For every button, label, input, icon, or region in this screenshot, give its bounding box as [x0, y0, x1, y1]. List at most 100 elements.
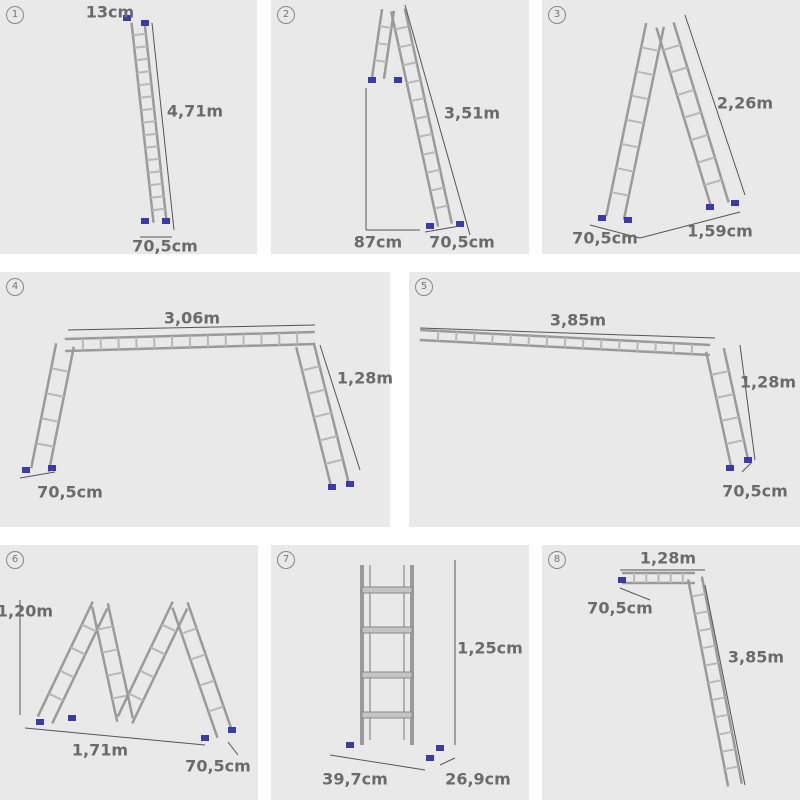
- ladder-rung: [704, 178, 723, 187]
- ladder-rail: [90, 606, 119, 722]
- ladder-rung: [724, 765, 739, 771]
- ladder-rail: [106, 603, 135, 719]
- ladder-rung: [134, 45, 148, 49]
- dimension-line: [619, 587, 651, 601]
- ladder-foot: [731, 200, 739, 206]
- ladder-rung: [701, 644, 716, 650]
- ladder-foot: [48, 465, 56, 471]
- ladder-rung: [662, 43, 681, 52]
- ladder-rung: [301, 365, 320, 372]
- ladder-rung: [398, 43, 413, 49]
- ladder-rung: [704, 661, 719, 667]
- ladder-rung: [672, 343, 676, 354]
- dimension-label: 3,51m: [443, 103, 501, 123]
- ladder-rung: [636, 341, 639, 352]
- ladder-rail: [722, 347, 751, 464]
- ladder-rung: [374, 59, 387, 63]
- dimension-label: 39,7cm: [322, 769, 388, 789]
- dimension-line: [67, 324, 316, 331]
- ladder-rung: [361, 586, 413, 594]
- dimension-label: 1,59cm: [687, 221, 753, 241]
- ladder-rung: [152, 207, 166, 212]
- ladder-rung: [376, 42, 390, 46]
- ladder-rail: [672, 22, 730, 203]
- ladder-rung: [545, 336, 549, 347]
- ladder-rung: [50, 367, 70, 373]
- ladder-foot: [436, 745, 444, 751]
- dimension-line: [439, 757, 456, 766]
- ladder-rail: [604, 22, 648, 217]
- ladder-rung: [436, 330, 440, 341]
- panel-number: 2: [277, 6, 295, 24]
- ladder-rung: [70, 646, 86, 656]
- dimension-label: 70,5cm: [429, 232, 495, 252]
- ladder-rung: [181, 627, 197, 635]
- dimension-line: [404, 4, 471, 236]
- ladder-foot: [22, 467, 30, 473]
- ladder-rung: [690, 344, 694, 355]
- ladder-rung: [139, 95, 153, 99]
- ladder-rung: [710, 370, 730, 376]
- dimension-label: 70,5cm: [587, 598, 653, 618]
- panel-number: 5: [415, 278, 433, 296]
- dimension-line: [151, 22, 175, 231]
- ladder-rung: [199, 679, 215, 687]
- ladder-rung: [402, 61, 417, 67]
- ladder-rail: [51, 607, 109, 724]
- ladder-rung: [697, 627, 713, 633]
- ladder-rung: [146, 157, 160, 162]
- panel-6: 6: [0, 545, 258, 800]
- ladder-foot: [744, 457, 752, 463]
- ladder-foot: [598, 215, 606, 221]
- ladder-rung: [697, 156, 716, 164]
- panel-number: 1: [6, 6, 24, 24]
- ladder-rung: [676, 88, 695, 97]
- dimension-label: 87cm: [353, 232, 403, 252]
- ladder-rail: [704, 351, 733, 468]
- ladder-rung: [59, 669, 75, 679]
- ladder-foot: [123, 15, 131, 21]
- ladder-rung: [132, 32, 146, 37]
- dimension-label: 1,28m: [336, 368, 394, 388]
- ladder-foot: [706, 204, 714, 210]
- dimension-label: 1,71m: [71, 740, 129, 760]
- ladder-foot: [141, 218, 149, 224]
- ladder-rung: [630, 94, 650, 101]
- ladder-rung: [361, 671, 413, 679]
- ladder-foot: [368, 77, 376, 83]
- dimension-label: 70,5cm: [37, 482, 103, 502]
- ladder-rung: [361, 711, 413, 719]
- panel-number: 6: [6, 551, 24, 569]
- dimension-line: [419, 327, 716, 339]
- ladder-rung: [139, 669, 155, 679]
- ladder-rail: [36, 601, 94, 718]
- ladder-rung: [640, 46, 660, 52]
- ladder-rung: [563, 337, 567, 348]
- ladder-rung: [426, 168, 441, 174]
- ladder-rail: [29, 342, 58, 469]
- ladder-rung: [694, 610, 709, 615]
- ladder-rung: [150, 646, 166, 656]
- ladder-rung: [135, 57, 149, 62]
- ladder-rung: [615, 166, 635, 173]
- ladder-rung: [161, 623, 177, 633]
- ladder-foot: [618, 577, 626, 583]
- ladder-rung: [379, 25, 392, 29]
- ladder-rung: [149, 182, 163, 187]
- ladder-rung: [430, 186, 445, 192]
- ladder-rail: [186, 601, 234, 733]
- ladder-rung: [509, 334, 512, 345]
- ladder-rung: [319, 435, 338, 442]
- ladder-rung: [111, 694, 129, 700]
- ladder-rung: [106, 671, 124, 677]
- panel-8: 8: [542, 545, 800, 800]
- ladder-rung: [361, 626, 413, 634]
- ladder-rung: [45, 392, 65, 398]
- dimension-label: 70,5cm: [572, 228, 638, 248]
- panel-number: 3: [548, 6, 566, 24]
- ladder-rail: [171, 607, 219, 739]
- ladder-rung: [150, 195, 164, 199]
- ladder-rung: [313, 411, 332, 419]
- ladder-rung: [654, 342, 657, 353]
